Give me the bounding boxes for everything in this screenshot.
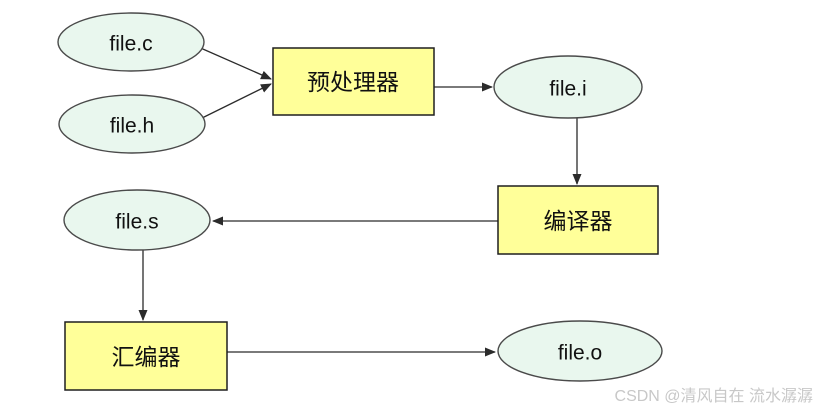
node-file-c: file.c	[57, 12, 205, 72]
assembler-box	[64, 321, 228, 391]
preprocessor-label: 预处理器	[307, 69, 399, 95]
file-c-label: file.c	[109, 32, 152, 55]
edges	[138, 45, 582, 357]
node-assembler: 汇编器	[64, 321, 228, 391]
arrow-file-c-to-preprocessor	[195, 45, 272, 80]
node-file-o: file.o	[497, 320, 663, 382]
assembler-label: 汇编器	[112, 344, 181, 370]
file-o-ellipse	[497, 320, 663, 382]
file-c-ellipse	[57, 12, 205, 72]
preprocessor-box	[272, 47, 435, 116]
node-preprocessor: 预处理器	[272, 47, 435, 116]
nodes: file.c file.h 预处理器 file.i 编译器 file.s	[57, 12, 663, 391]
node-file-i: file.i	[493, 55, 643, 119]
file-i-ellipse	[493, 55, 643, 119]
node-compiler: 编译器	[497, 185, 659, 255]
file-i-label: file.i	[549, 77, 586, 100]
file-o-label: file.o	[558, 341, 602, 364]
compiler-label: 编译器	[544, 208, 613, 234]
file-h-ellipse	[58, 94, 206, 154]
file-h-label: file.h	[110, 114, 154, 137]
file-s-label: file.s	[115, 210, 158, 233]
compiler-box	[497, 185, 659, 255]
node-file-s: file.s	[63, 189, 211, 251]
arrow-file-h-to-preprocessor	[195, 83, 272, 122]
file-s-ellipse	[63, 189, 211, 251]
csdn-watermark: CSDN @清风自在 流水潺潺	[615, 387, 813, 405]
node-file-h: file.h	[58, 94, 206, 154]
